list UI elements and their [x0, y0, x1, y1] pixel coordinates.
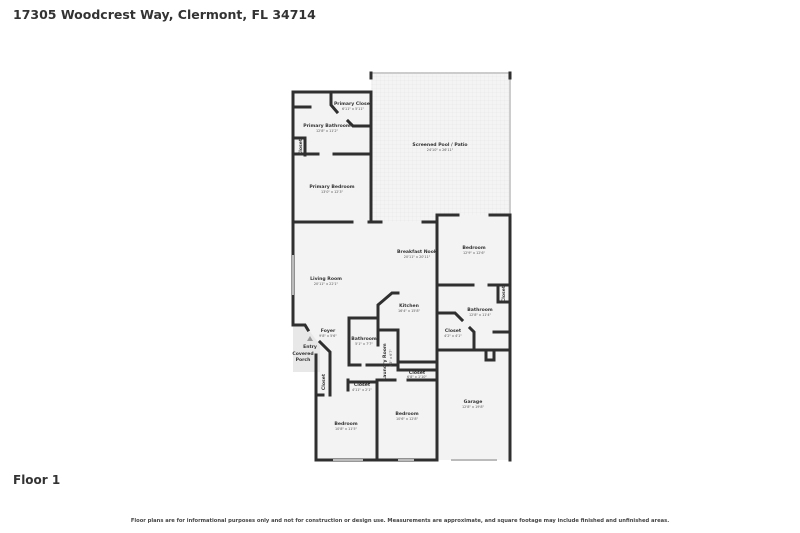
room-dimensions: 9'8" x 5'6" [319, 334, 337, 338]
pool-corner-posts [369, 71, 512, 80]
room-name: Bedroom [395, 411, 418, 417]
room-name: Closet [298, 138, 304, 155]
room-dimensions: 16'4" x 15'8" [398, 309, 421, 313]
room-name: Bathroom [351, 336, 377, 342]
room-dimensions: 5'3" x 6'7" [389, 349, 393, 367]
room-name: Closet [354, 382, 371, 388]
room-name: Screened Pool / Patio [412, 142, 467, 148]
room-name: Bathroom [467, 307, 493, 313]
room-name: Primary Bedroom [309, 184, 354, 190]
exterior-notch [293, 372, 316, 462]
room-name: Closet [321, 373, 327, 390]
primary-suite-floor [293, 92, 371, 222]
room-name: Garage [464, 399, 483, 405]
disclaimer: Floor plans are for informational purpos… [130, 518, 670, 524]
bedroom-floor-extension [437, 215, 510, 225]
room-name: Laundry Room [382, 343, 388, 381]
room-dimensions: 12'9" x 12'6" [463, 251, 486, 255]
room-dimensions: 4'2" x 4'1" [444, 334, 462, 338]
entry-arrow-icon [307, 336, 313, 341]
room-dimensions: 20'11" x 22'1" [314, 282, 339, 286]
floor-label: Floor 1 [13, 473, 61, 487]
room-name: Closet [409, 370, 426, 376]
room-name: Foyer [321, 328, 336, 334]
room-name: Bedroom [334, 421, 357, 427]
room-dimensions: 10'8" x 11'5" [335, 427, 358, 431]
room-dimensions: 13'0" x 12'3" [321, 190, 344, 194]
room-name: Primary Closet [334, 101, 373, 107]
room-labels: Primary Closet 6'11" x 5'11" Primary Bat… [292, 101, 507, 431]
entry-label: Entry [303, 344, 317, 350]
room-name: Closet [501, 285, 507, 302]
room-dimensions: 12'8" x 11'4" [469, 313, 492, 317]
covered-porch-floor [293, 325, 320, 372]
room-name: Primary Bathroom [303, 123, 351, 129]
room-name: Closet [445, 328, 462, 334]
room-dimensions: 6'11" x 5'11" [342, 107, 365, 111]
pool-patio-floor [371, 73, 510, 222]
room-dimensions: 6'8" x 1'10" [407, 375, 427, 379]
room-name: Breakfast Nook [397, 249, 438, 255]
room-name: Kitchen [399, 303, 419, 309]
main-floor [293, 222, 510, 460]
room-dimensions: 4'11" x 2'1" [352, 388, 372, 392]
room-dimensions: 12'8" x 19'8" [462, 405, 485, 409]
page-title: 17305 Woodcrest Way, Clermont, FL 34714 [13, 7, 316, 22]
room-dimensions: 20'11" x 20'11" [404, 255, 431, 259]
room-dimensions: 5'1" x 7'7" [355, 342, 373, 346]
room-dimensions: 10'6" x 12'8" [396, 417, 419, 421]
room-name: Living Room [310, 276, 342, 282]
room-name: Bedroom [462, 245, 485, 251]
room-dimensions: 24'10" x 26'11" [427, 148, 454, 152]
room-dimensions: 12'8" x 11'2" [316, 129, 339, 133]
windows [292, 255, 497, 461]
